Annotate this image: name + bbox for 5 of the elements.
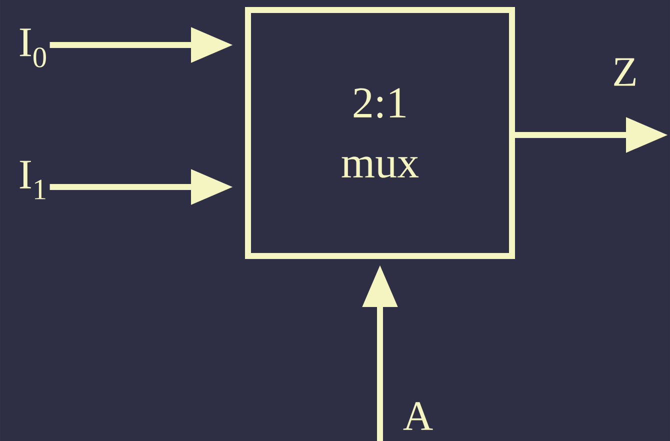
input-label: I$_{1}$ xyxy=(20,160,46,200)
edge-label: A xyxy=(403,402,433,430)
mux-box: 2:1 mux xyxy=(245,7,515,259)
input-label: I$_{0}$ xyxy=(20,28,46,68)
edge-label: Z xyxy=(614,58,636,86)
